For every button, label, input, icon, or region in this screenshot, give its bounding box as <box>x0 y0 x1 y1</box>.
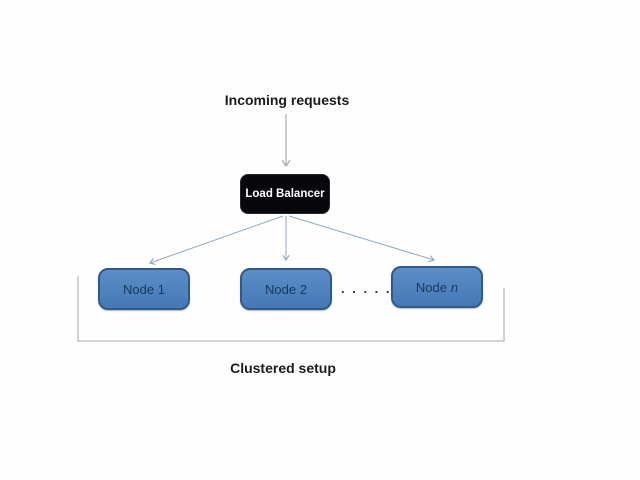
load-balancer-box: Load Balancer <box>240 174 330 214</box>
node-1-box: Node 1 <box>98 268 190 310</box>
clustered-setup-label: Clustered setup <box>230 360 336 376</box>
node-2-box: Node 2 <box>240 268 332 310</box>
arrow-lb-to-node-n <box>288 215 435 263</box>
ellipsis-dots: . . . . . <box>341 281 392 296</box>
node-n-label-suffix: n <box>450 279 459 295</box>
node-n-label-prefix: Node <box>415 279 447 295</box>
arrow-lb-to-node-1 <box>149 215 284 265</box>
node-1-label: Node 1 <box>123 281 165 297</box>
load-balancer-label: Load Balancer <box>245 188 325 200</box>
incoming-requests-label: Incoming requests <box>224 92 350 108</box>
node-2-label: Node 2 <box>265 281 307 297</box>
